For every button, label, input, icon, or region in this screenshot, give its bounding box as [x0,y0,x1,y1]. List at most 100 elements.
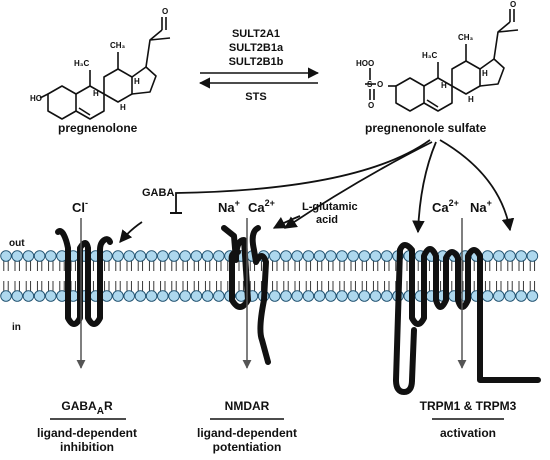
sulfate-hydroxyl-label: HO [356,59,368,68]
lipid-head [101,290,113,302]
potentiation-arrow [283,141,433,229]
lipid-head [336,250,348,262]
substrate-label: pregnenolone [58,121,138,135]
inhibition-arrow [175,139,431,213]
hydroxyl-label: HO [30,94,42,103]
lipid-head [190,250,203,262]
oxygen-label: O [377,80,383,89]
lipid-head [45,290,57,302]
enzyme-label: SULT2B1a [229,42,284,54]
oxygen-label: O [162,7,168,16]
pregnenolone-sulfate-structure: O S O HO O H₃C CH₃ O H H H [356,0,519,112]
lipid-head [381,290,393,302]
methyl-label: H₃C [74,59,89,68]
lipid-head [481,250,494,262]
methyl-label: CH₃ [458,33,474,42]
nmda-receptor [221,225,271,365]
lipid-head [302,290,315,302]
lipid-head [325,250,337,262]
lipid-head [145,250,158,262]
glutamate-ligand-label: acid [316,214,338,226]
lipid-head [347,250,359,262]
nmda-effect: ligand-dependent [197,426,297,440]
lipid-head [526,250,539,262]
hydrogen-label: H [134,77,140,86]
lipid-head [358,250,371,262]
lipid-head [201,290,214,302]
lipid-head [134,250,147,262]
glutamate-ligand-label: L-glutamic [302,201,358,213]
enzyme-label: SULT2A1 [232,28,280,40]
oxygen-label: O [510,0,516,9]
lipid-head [325,290,337,302]
lipid-head [145,290,158,302]
glutamate-arrow [272,215,301,229]
lipid-head [11,250,23,262]
lipid-head [179,250,191,262]
lipid-head [280,250,292,262]
lipid-head [336,290,348,302]
lipid-head [101,250,113,262]
hydrogen-label: H [93,89,99,98]
gabaa-effect: ligand-dependent [37,426,137,440]
lipid-head [45,250,57,262]
lipid-head [213,290,225,302]
lipid-head [515,290,527,302]
lipid-head [33,290,46,302]
lipid-head [22,290,35,302]
gabaa-receptor-name: GABAAR [61,399,113,417]
gaba-ligand-label: GABA [142,187,174,199]
methyl-label: CH₃ [110,41,126,50]
gaba-arrow [119,221,143,243]
lipid-head [157,290,169,302]
lipid-head [269,290,281,302]
lipid-head [493,290,505,302]
lipid-head [213,250,225,262]
gabaa-receptor [55,228,113,327]
hydrogen-label: H [441,81,447,90]
lipid-head [504,290,516,302]
lipid-head [11,290,23,302]
lipid-head [515,250,527,262]
hydrogen-label: H [482,69,488,78]
lipid-head [168,290,180,302]
lipid-head [0,250,12,262]
reverse-enzyme-label: STS [245,91,266,103]
lipid-head [123,250,135,262]
gabaa-effect: inhibition [60,440,114,454]
intracellular-label: in [12,322,21,333]
lipid-head [112,250,124,262]
lipid-head [313,290,326,302]
lipid-head [22,250,35,262]
lipid-head [201,250,214,262]
lipid-head [134,290,147,302]
oxygen-label: O [368,59,374,68]
sodium-ion-label: Na+ [218,198,240,215]
lipid-head [0,290,12,302]
lipid-head [33,250,46,262]
pregnenolone-structure: HO H₃C CH₃ O H H H [30,7,171,120]
lipid-head [302,250,315,262]
oxygen-label: O [368,101,374,110]
lipid-head [369,290,382,302]
lipid-head [179,290,191,302]
lipid-head [157,250,169,262]
lipid-head [313,250,326,262]
trpm-effect: activation [440,426,496,440]
lipid-head [291,290,303,302]
hydrogen-label: H [468,95,474,104]
extracellular-label: out [9,238,25,249]
lipid-head [481,290,494,302]
lipid-head [358,290,371,302]
lipid-head [280,290,292,302]
enzyme-label: SULT2B1b [229,56,284,68]
calcium-ion-label: Ca2+ [432,198,459,215]
activation-arrow [412,141,437,234]
lipid-head [493,250,505,262]
chloride-ion-label: Cl- [72,198,88,215]
lipid-head [190,290,203,302]
hydrogen-label: H [120,103,126,112]
lipid-head [123,290,135,302]
lipid-head [269,250,281,262]
